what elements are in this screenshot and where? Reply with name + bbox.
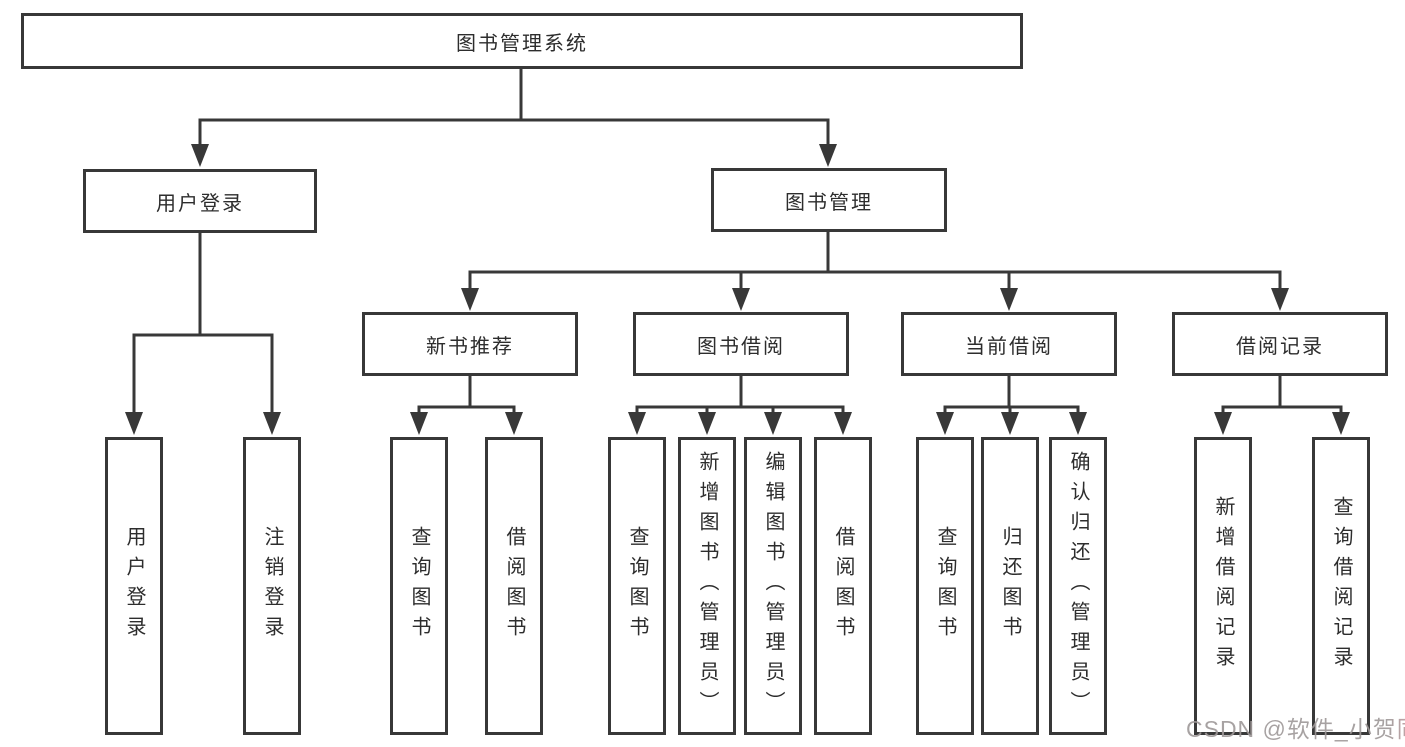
node-label: 归还图书 [999,526,1021,646]
node-label: 新书推荐 [426,335,514,358]
arrow-down-icon [191,144,209,167]
node-label: 图书管理 [785,191,873,214]
arrow-down-icon [1214,412,1232,435]
node-label: 图书借阅 [697,335,785,358]
node-label: 用户登录 [123,526,145,646]
node-label: 当前借阅 [965,335,1053,358]
arrow-down-icon [764,412,782,435]
node-leaf-query-books-recommend: 查询图书 [390,437,448,735]
node-label: 图书管理系统 [456,32,588,55]
arrow-down-icon [698,412,716,435]
node-leaf-query-books-current: 查询图书 [916,437,974,735]
node-label: 确认归还（管理员） [1067,451,1089,721]
node-label: 借阅记录 [1236,335,1324,358]
node-label: 查询借阅记录 [1330,496,1352,676]
arrow-down-icon [819,144,837,167]
node-leaf-add-borrow-record: 新增借阅记录 [1194,437,1252,735]
node-leaf-return-book: 归还图书 [981,437,1039,735]
node-leaf-user-login: 用户登录 [105,437,163,735]
connector-user-login-branch [132,233,274,424]
arrow-down-icon [461,288,479,311]
node-leaf-query-borrow-record: 查询借阅记录 [1312,437,1370,735]
node-leaf-borrow-books-recommend: 借阅图书 [485,437,543,735]
node-book-management: 图书管理 [711,168,947,232]
node-label: 注销登录 [261,526,283,646]
node-label: 新增借阅记录 [1212,496,1234,676]
node-leaf-confirm-return-admin: 确认归还（管理员） [1049,437,1107,735]
node-label: 借阅图书 [503,526,525,646]
arrow-down-icon [1332,412,1350,435]
node-label: 用户登录 [156,192,244,215]
node-user-login: 用户登录 [83,169,317,233]
arrow-down-icon [936,412,954,435]
arrow-down-icon [410,412,428,435]
arrow-down-icon [732,288,750,311]
node-label: 查询图书 [626,526,648,646]
arrow-down-icon [1001,412,1019,435]
arrow-down-icon [125,412,143,435]
arrowhead-icons [125,144,1350,435]
node-label: 查询图书 [408,526,430,646]
node-new-book-recommend: 新书推荐 [362,312,578,376]
node-label: 编辑图书（管理员） [762,451,784,721]
node-leaf-borrow-books: 借阅图书 [814,437,872,735]
node-library-management-system: 图书管理系统 [21,13,1023,69]
node-label: 新增图书（管理员） [696,451,718,721]
node-current-borrow: 当前借阅 [901,312,1117,376]
csdn-watermark: CSDN @软件_小贺同学 [1186,710,1405,744]
connector-borrow-records-branch [1221,376,1343,424]
connector-book-borrow-branch [635,376,845,424]
node-label: 借阅图书 [832,526,854,646]
arrow-down-icon [1271,288,1289,311]
arrow-down-icon [1069,412,1087,435]
node-label: 查询图书 [934,526,956,646]
node-leaf-query-books-borrow: 查询图书 [608,437,666,735]
node-leaf-logout: 注销登录 [243,437,301,735]
node-borrow-records: 借阅记录 [1172,312,1388,376]
arrow-down-icon [628,412,646,435]
node-leaf-add-book-admin: 新增图书（管理员） [678,437,736,735]
connector-new-book-recommend-branch [417,376,516,424]
arrow-down-icon [263,412,281,435]
node-leaf-edit-book-admin: 编辑图书（管理员） [744,437,802,735]
connector-root-to-level2 [198,69,830,156]
node-book-borrow: 图书借阅 [633,312,849,376]
connector-book-management-branch [468,232,1282,299]
arrow-down-icon [505,412,523,435]
arrow-down-icon [1000,288,1018,311]
arrow-down-icon [834,412,852,435]
